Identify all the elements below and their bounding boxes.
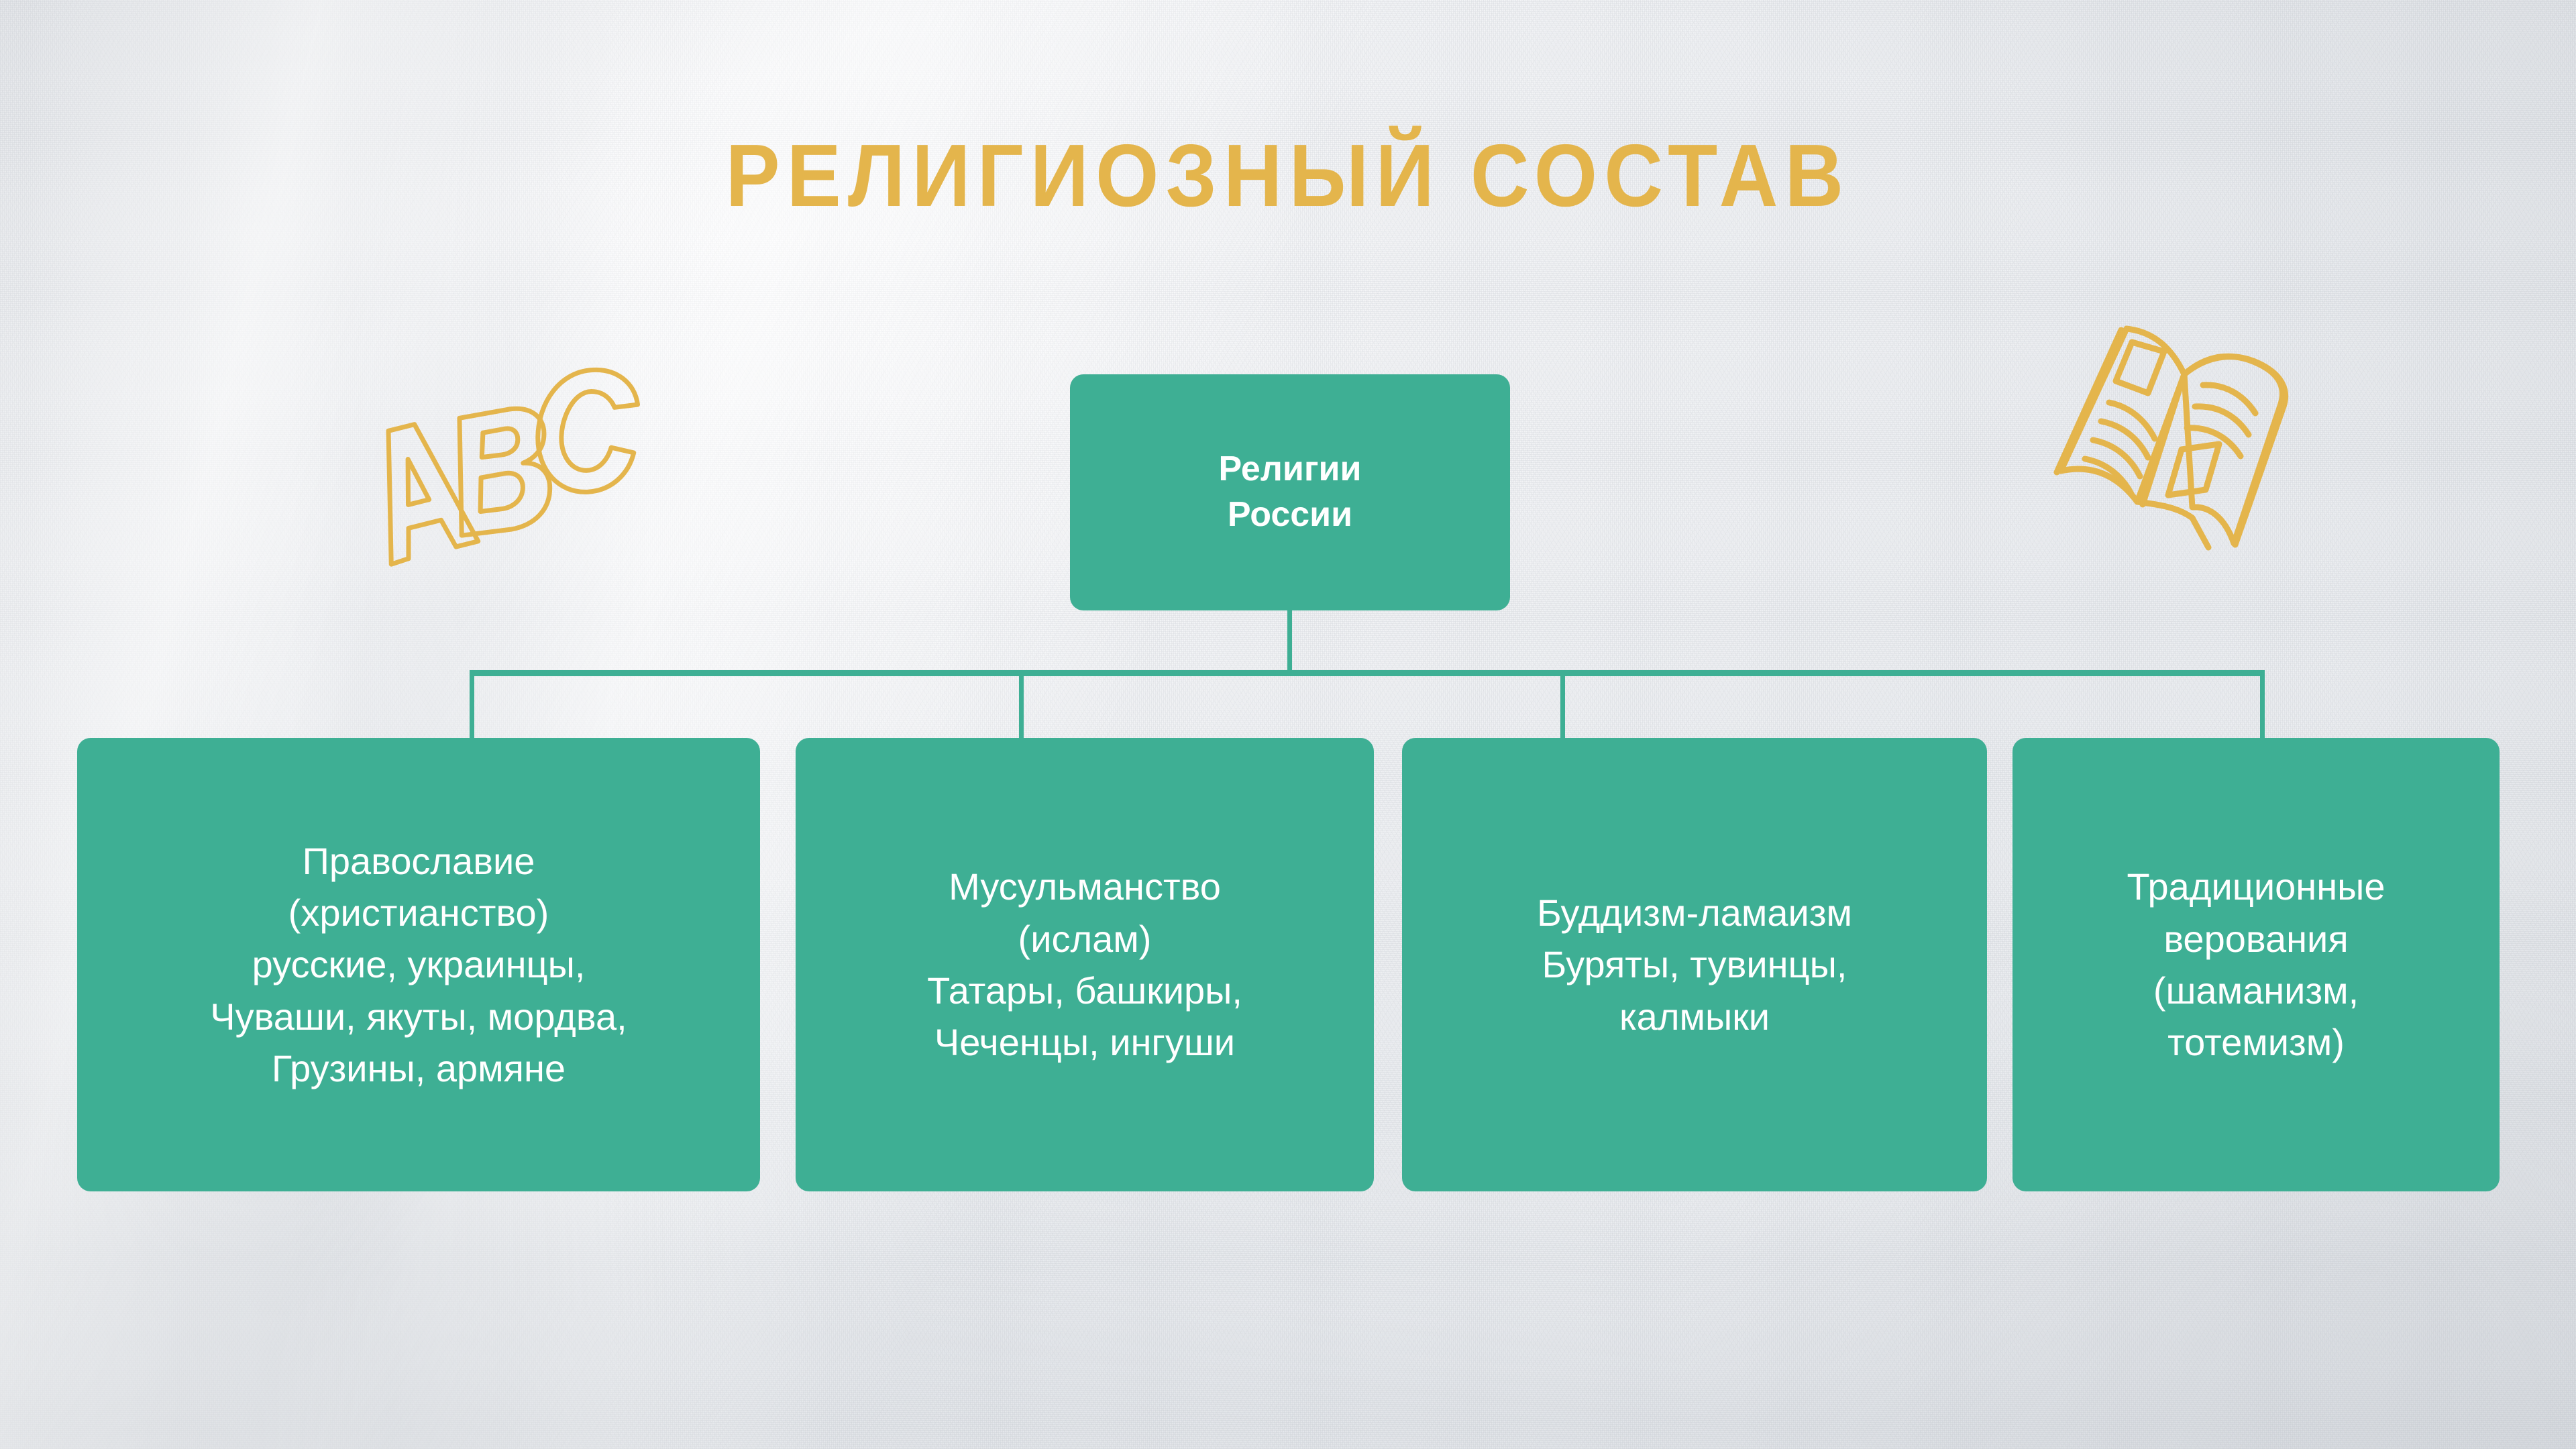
diagram-node-buddhism-label: Буддизм-ламаизм Буряты, тувинцы, калмыки <box>1536 892 1853 1038</box>
diagram-root-node-label: Религии России <box>1218 449 1362 534</box>
slide-title: РЕЛИГИОЗНЫЙ СОСТАВ <box>725 126 1851 225</box>
diagram-node-orthodoxy-label: Православие (христианство) русские, укра… <box>210 839 627 1089</box>
connector-root-stem <box>1287 607 1292 674</box>
connector-drop-4 <box>2260 673 2265 740</box>
connector-horizontal-bar <box>470 670 2265 676</box>
diagram-root-node: Религии России <box>1070 374 1510 610</box>
diagram-node-orthodoxy: Православие (христианство) русские, укра… <box>77 738 760 1191</box>
connector-drop-3 <box>1560 673 1565 740</box>
diagram-node-traditional-beliefs-label: Традиционные верования (шаманизм, тотеми… <box>2127 865 2385 1064</box>
diagram-node-islam: Мусульманство (ислам) Татары, башкиры, Ч… <box>796 738 1374 1191</box>
diagram-node-buddhism: Буддизм-ламаизм Буряты, тувинцы, калмыки <box>1402 738 1987 1191</box>
connector-drop-2 <box>1019 673 1024 740</box>
diagram-node-traditional-beliefs: Традиционные верования (шаманизм, тотеми… <box>2012 738 2500 1191</box>
connector-drop-1 <box>470 673 474 740</box>
diagram-node-islam-label: Мусульманство (ислам) Татары, башкиры, Ч… <box>927 865 1242 1064</box>
